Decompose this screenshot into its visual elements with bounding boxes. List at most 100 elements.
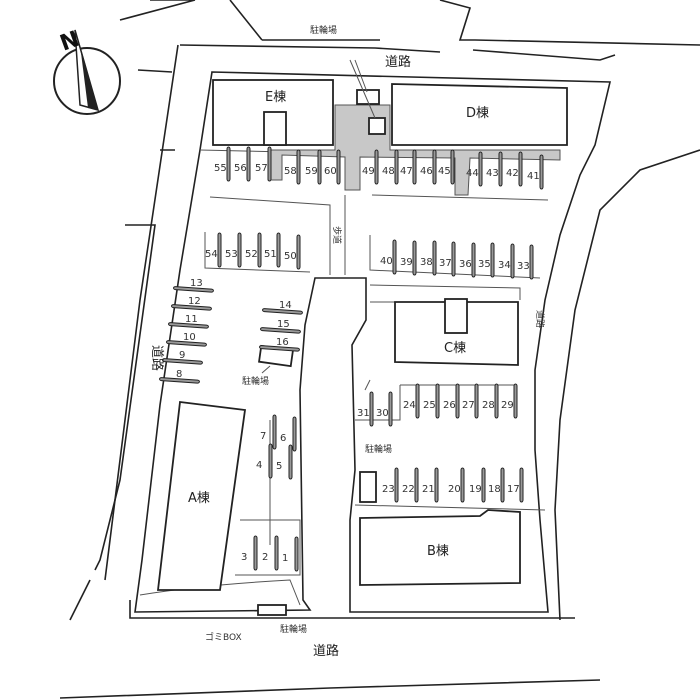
bicycle-parking-label: 駐輪場 (242, 375, 269, 387)
north-arrow: N (53, 27, 121, 115)
parking-stall-divider (434, 467, 439, 503)
parking-stall-number: 17 (507, 484, 520, 495)
parking-stall-number: 41 (527, 171, 540, 182)
building-b-label: B棟 (427, 544, 449, 559)
parking-stall-number: 28 (482, 400, 495, 411)
building-d-label: D棟 (466, 106, 489, 121)
parking-stall-number: 59 (305, 166, 318, 177)
parking-stall-divider (451, 241, 456, 277)
parking-stall-number: 20 (448, 484, 461, 495)
parking-stall-divider (478, 151, 483, 187)
parking-stall-number: 9 (179, 350, 185, 361)
road-left-label: 道路 (149, 345, 165, 371)
parking-stall-number: 16 (276, 337, 289, 348)
building-b (359, 509, 521, 586)
parking-stall-divider (276, 232, 281, 268)
parking-stall-number: 18 (488, 484, 501, 495)
parking-stall-divider (392, 239, 397, 275)
parking-stall-number: 7 (260, 431, 266, 442)
parking-stall-number: 4 (256, 460, 262, 471)
parking-stall-number: 34 (498, 260, 511, 271)
parking-stall-number: 26 (443, 400, 456, 411)
bicycle-parking-label: 駐輪場 (365, 443, 392, 455)
parking-stall-divider (481, 467, 486, 503)
parking-stall-number: 23 (382, 484, 395, 495)
parking-stall-divider (394, 467, 399, 503)
parking-stall-number: 58 (284, 166, 297, 177)
parking-stall-number: 11 (185, 314, 198, 325)
parking-stall-divider (494, 383, 499, 419)
parking-stall-number: 39 (400, 257, 413, 268)
parking-stall-divider (268, 443, 273, 479)
parking-stall-number: 29 (501, 400, 514, 411)
parking-stall-divider (414, 467, 419, 503)
parking-stall-number: 14 (279, 300, 292, 311)
parking-stall-divider (237, 232, 242, 268)
parking-stall-number: 57 (255, 163, 268, 174)
parking-stall-divider (294, 536, 299, 572)
building-c-entrance (444, 298, 468, 334)
parking-stall-divider (296, 149, 301, 185)
parking-stall-divider (159, 377, 200, 384)
parking-stall-number: 3 (241, 552, 247, 563)
bicycle-shed-c (359, 471, 377, 503)
parking-stall-divider (257, 232, 262, 268)
bicycle-shed-top-2 (368, 117, 386, 135)
parking-stall-number: 22 (402, 484, 415, 495)
parking-stall-divider (455, 383, 460, 419)
parking-stall-divider (450, 149, 455, 185)
parking-stall-divider (274, 535, 279, 571)
road-edges (59, 0, 700, 699)
building-d (391, 83, 568, 146)
parking-stall-number: 30 (376, 408, 389, 419)
parking-stall-number: 15 (277, 319, 290, 330)
parking-stall-number: 42 (506, 168, 519, 179)
parking-stall-number: 33 (517, 261, 530, 272)
parking-stall-number: 45 (438, 166, 451, 177)
parking-stall-divider (166, 340, 207, 347)
parking-stall-divider (432, 149, 437, 185)
parking-stall-divider (171, 304, 212, 311)
parking-stall-number: 53 (225, 249, 238, 260)
road-top-label: 道路 (385, 54, 411, 70)
parking-stall-divider (226, 146, 231, 182)
road-bottom-label: 道路 (313, 643, 339, 659)
parking-stall-divider (460, 467, 465, 503)
parking-stall-number: 56 (234, 163, 247, 174)
parking-stall-divider (500, 467, 505, 503)
parking-stall-number: 25 (423, 400, 436, 411)
parking-stall-divider (253, 535, 258, 571)
parking-stall-divider (374, 149, 379, 185)
parking-stall-divider (519, 467, 524, 503)
parking-stall-divider (415, 383, 420, 419)
parking-stall-divider (474, 383, 479, 419)
parking-stall-divider (336, 149, 341, 185)
parking-stall-divider (518, 151, 523, 187)
parking-stall-divider (168, 322, 209, 329)
parking-stall-divider (435, 383, 440, 419)
building-a-label: A棟 (188, 491, 210, 506)
parking-stall-divider (272, 414, 277, 450)
parking-stall-divider (369, 391, 374, 427)
parking-stall-divider (412, 240, 417, 276)
parking-stall-number: 27 (462, 400, 475, 411)
parking-stall-divider (296, 234, 301, 270)
parking-stall-divider (388, 391, 393, 427)
parking-stall-divider (510, 243, 515, 279)
parking-stall-number: 38 (420, 257, 433, 268)
parking-stall-divider (260, 327, 301, 334)
parking-stall-number: 36 (459, 259, 472, 270)
parking-stall-number: 1 (282, 553, 288, 564)
bicycle-shed-top-1 (356, 89, 380, 105)
parking-stall-divider (513, 383, 518, 419)
parking-stall-number: 8 (176, 369, 182, 380)
parking-stall-number: 6 (280, 433, 286, 444)
parking-stall-number: 44 (466, 168, 479, 179)
parking-stall-divider (498, 151, 503, 187)
bicycle-shed-bottom (257, 604, 287, 616)
parking-stall-divider (267, 146, 272, 182)
parking-stall-number: 51 (264, 249, 277, 260)
parking-stall-number: 10 (183, 332, 196, 343)
parking-stall-number: 21 (422, 484, 435, 495)
